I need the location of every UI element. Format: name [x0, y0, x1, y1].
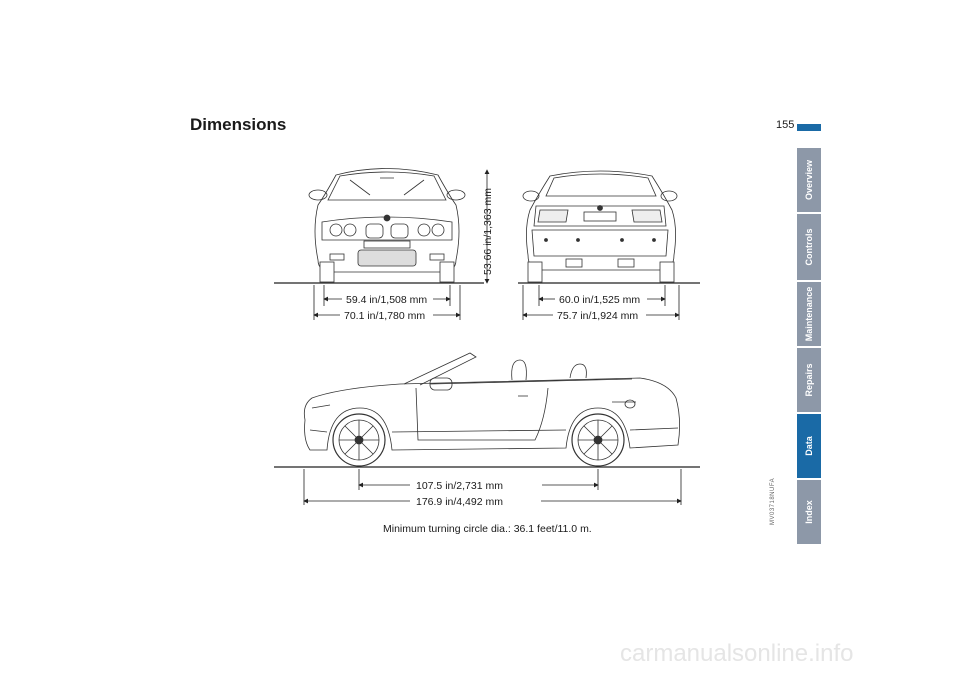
- turning-circle-note: Minimum turning circle dia.: 36.1 feet/1…: [383, 523, 592, 535]
- section-tabs: Overview Controls Maintenance Repairs Da…: [797, 148, 821, 546]
- side-dimension-lines: [303, 469, 682, 505]
- footer-watermark: carmanualsonline.info: [620, 640, 854, 667]
- tab-repairs[interactable]: Repairs: [797, 348, 821, 412]
- page-number: 155: [776, 119, 795, 131]
- length-label: 176.9 in/4,492 mm: [416, 496, 503, 508]
- wheelbase-label: 107.5 in/2,731 mm: [416, 480, 503, 492]
- rear-view-car: [518, 170, 700, 284]
- tab-index[interactable]: Index: [797, 480, 821, 544]
- rear-track-label: 60.0 in/1,525 mm: [559, 294, 640, 306]
- rear-width-label: 75.7 in/1,924 mm: [557, 310, 638, 322]
- rear-dimension-lines: [522, 285, 680, 320]
- page-title: Dimensions: [190, 115, 287, 134]
- height-label: 53.66 in/1,363 mm: [482, 188, 494, 275]
- page-number-bar: [797, 124, 821, 131]
- front-view-car: [274, 168, 484, 284]
- tab-controls[interactable]: Controls: [797, 214, 821, 280]
- side-view-car: [274, 352, 700, 468]
- front-track-label: 59.4 in/1,508 mm: [346, 294, 427, 306]
- tab-overview[interactable]: Overview: [797, 148, 821, 212]
- tab-maintenance[interactable]: Maintenance: [797, 282, 821, 346]
- front-width-label: 70.1 in/1,780 mm: [344, 310, 425, 322]
- front-dimension-lines: [313, 285, 461, 320]
- tab-data[interactable]: Data: [797, 414, 821, 478]
